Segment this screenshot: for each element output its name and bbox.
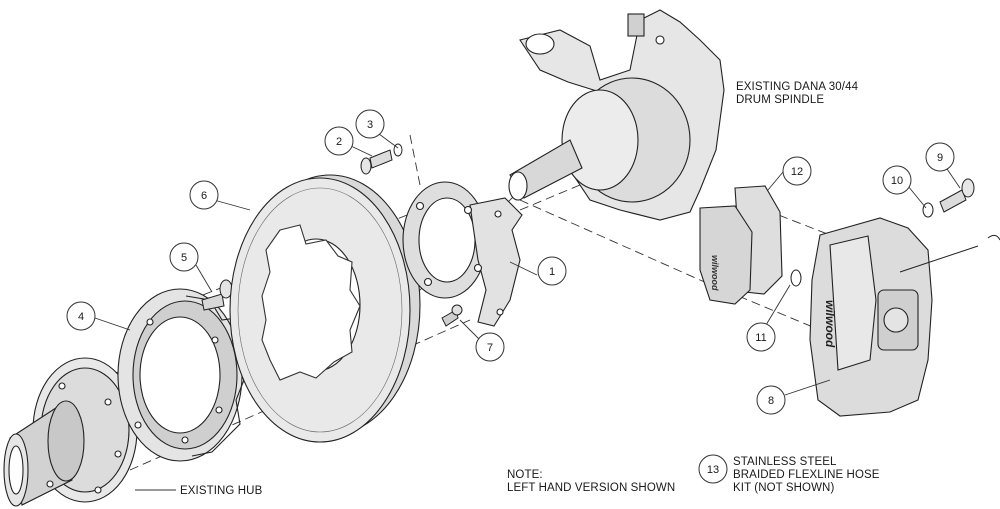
callout-1: 1 bbox=[537, 256, 567, 286]
note-label-line1: NOTE: bbox=[507, 469, 543, 481]
rotor-bolt bbox=[201, 279, 233, 311]
spindle-label-line2: DRUM SPINDLE bbox=[736, 94, 825, 106]
callout-7: 7 bbox=[475, 332, 505, 362]
hose-kit-line3: KIT (NOT SHOWN) bbox=[733, 482, 835, 494]
svg-text:8: 8 bbox=[768, 395, 774, 407]
callout-6: 6 bbox=[189, 180, 219, 210]
svg-text:2: 2 bbox=[336, 136, 342, 148]
spindle-label-line1: EXISTING DANA 30/44 bbox=[736, 81, 859, 93]
caliper-bolt bbox=[939, 178, 975, 213]
svg-text:1: 1 bbox=[549, 266, 555, 278]
caliper-washer bbox=[790, 269, 802, 287]
rotor-screw bbox=[441, 304, 463, 327]
callout-9: 9 bbox=[925, 142, 955, 172]
svg-text:4: 4 bbox=[78, 311, 84, 323]
callout-2: 2 bbox=[324, 126, 354, 156]
existing-drum-spindle bbox=[508, 9, 725, 221]
hub-label: EXISTING HUB bbox=[180, 485, 263, 497]
callout-8: 8 bbox=[756, 385, 786, 415]
brake-pads: wilwood bbox=[699, 185, 783, 305]
svg-text:9: 9 bbox=[937, 152, 943, 164]
svg-text:7: 7 bbox=[487, 342, 493, 354]
rotor-hat-adapter bbox=[117, 288, 245, 462]
hose-kit-label: STAINLESS STEEL BRAIDED FLEXLINE HOSE KI… bbox=[733, 456, 880, 495]
bracket-bolt bbox=[360, 149, 393, 175]
svg-text:11: 11 bbox=[755, 332, 766, 344]
callout-12: 12 bbox=[782, 156, 812, 186]
callout-leaders bbox=[94, 130, 961, 491]
svg-text:5: 5 bbox=[181, 252, 187, 264]
callout-13: 13 bbox=[698, 454, 728, 484]
svg-text:3: 3 bbox=[367, 119, 373, 131]
spindle-label: EXISTING DANA 30/44 DRUM SPINDLE bbox=[736, 81, 858, 107]
callout-10: 10 bbox=[882, 165, 912, 195]
callout-4: 4 bbox=[66, 301, 96, 331]
note-label: NOTE: LEFT HAND VERSION SHOWN bbox=[507, 469, 675, 495]
svg-text:13: 13 bbox=[707, 464, 719, 476]
caliper-logo-text: wilwood bbox=[823, 300, 837, 348]
pad-logo-text: wilwood bbox=[710, 255, 720, 291]
svg-text:6: 6 bbox=[201, 190, 207, 202]
callout-5: 5 bbox=[169, 242, 199, 272]
caliper-mounting-bracket bbox=[402, 181, 523, 327]
svg-text:10: 10 bbox=[891, 175, 903, 187]
brake-caliper: wilwood bbox=[809, 217, 933, 417]
svg-text:12: 12 bbox=[791, 166, 803, 178]
note-label-line2: LEFT HAND VERSION SHOWN bbox=[507, 482, 676, 494]
brake-rotor bbox=[229, 174, 421, 443]
caliper-bolt-washer bbox=[922, 202, 934, 218]
callout-3: 3 bbox=[355, 109, 385, 139]
callout-11: 11 bbox=[746, 322, 776, 352]
existing-hub bbox=[3, 357, 138, 507]
caliper-pin bbox=[899, 234, 1000, 273]
hose-kit-line2: BRAIDED FLEXLINE HOSE bbox=[733, 469, 880, 481]
hose-kit-line1: STAINLESS STEEL bbox=[733, 456, 837, 468]
